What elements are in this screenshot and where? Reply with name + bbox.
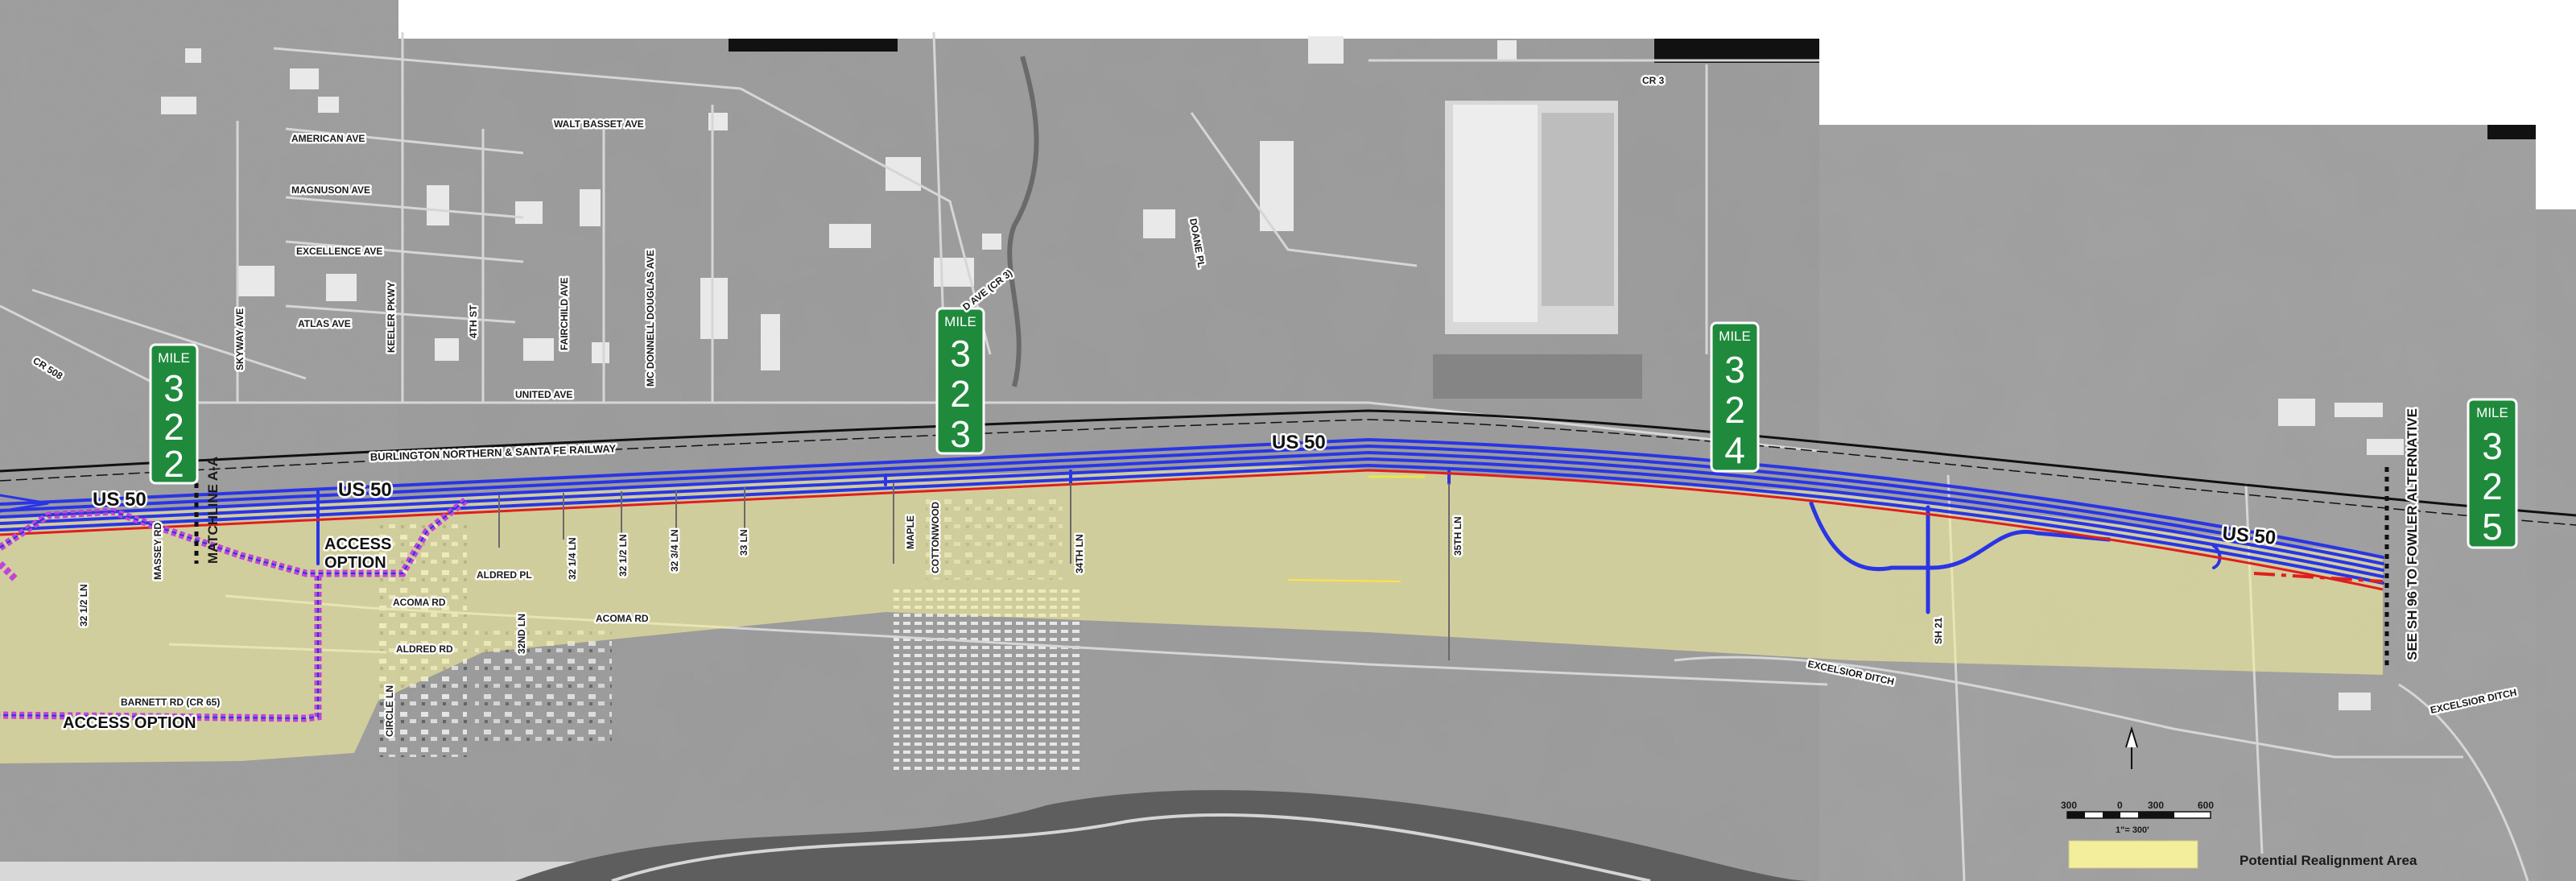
us50-label: US 50: [338, 479, 392, 501]
milepost-label: MILE: [1719, 329, 1751, 344]
street-label: MC DONNELL DOUGLAS AVE: [645, 250, 656, 387]
street-label: ACOMA RD: [393, 597, 446, 608]
railway-row-line: [0, 419, 2576, 526]
milepost-digit: 5: [2482, 506, 2503, 548]
scale-bar: 300 0 300 600 1"= 300': [2061, 800, 2214, 835]
access-option-label: ACCESS OPTION: [63, 714, 196, 732]
fowler-alternative-note: SEE SH 96 TO FOWLER ALTERNATIVE: [2405, 408, 2420, 660]
milepost-digit: 2: [163, 443, 184, 485]
street-label: KEELER PKWY: [386, 282, 397, 353]
street-label: 4TH ST: [468, 304, 479, 338]
street-label: FAIRCHILD AVE: [559, 277, 570, 350]
milepost-digit: 2: [1724, 389, 1745, 431]
milepost-digit: 3: [2482, 425, 2503, 467]
north-arrow-icon: [2125, 726, 2138, 769]
milepost-digit: 2: [2482, 465, 2503, 507]
street-label: WALT BASSET AVE: [554, 118, 644, 130]
access-option-label: OPTION: [324, 554, 386, 572]
scale-tick: 600: [2198, 800, 2214, 811]
milepost-322: MILE 3 2 2: [149, 343, 199, 485]
street-label: ACOMA RD: [596, 613, 649, 624]
street-label: 32 1/2 LN: [617, 534, 629, 577]
milepost-digit: 2: [163, 406, 184, 448]
street-label: SKYWAY AVE: [234, 308, 246, 370]
right-of-way-dashed: [2253, 572, 2384, 583]
street-label: 32 1/4 LN: [567, 537, 578, 580]
milepost-label: MILE: [2476, 405, 2508, 420]
right-of-way-line: [0, 469, 2384, 591]
scale-tick: 300: [2061, 800, 2077, 811]
street-label: 35TH LN: [1452, 516, 1463, 556]
street-label: 32 1/2 LN: [78, 584, 89, 627]
scale-tick: 300: [2148, 800, 2164, 811]
street-label: ALDRED PL: [477, 569, 532, 581]
matchline-label: MATCHLINE A-A: [205, 457, 221, 564]
milepost-label: MILE: [944, 314, 976, 329]
street-label: 33 LN: [738, 529, 749, 556]
legend-label: Potential Realignment Area: [2240, 853, 2417, 868]
us50-label: US 50: [93, 489, 147, 511]
street-label: BARNETT RD (CR 65): [121, 697, 220, 708]
legend: Potential Realignment Area: [2068, 840, 2417, 869]
milepost-324: MILE 3 2 4: [1710, 321, 1760, 473]
street-label: 34TH LN: [1074, 534, 1085, 573]
milepost-325: MILE 3 2 5: [2467, 398, 2518, 549]
street-label: SH 21: [1933, 617, 1944, 644]
milepost-323: MILE 3 2 3: [935, 307, 985, 455]
milepost-digit: 4: [1724, 429, 1745, 471]
street-label: ALDRED RD: [396, 643, 453, 655]
street-label: ATLAS AVE: [298, 318, 351, 329]
street-label: EXCELLENCE AVE: [296, 246, 382, 257]
scale-note: 1"= 300': [2116, 825, 2149, 835]
us50-alignment: [0, 437, 2384, 614]
street-label: MAGNUSON AVE: [291, 184, 370, 196]
milepost-digit: 3: [950, 333, 971, 374]
railway-line: [0, 409, 2576, 517]
access-option-label: ACCESS: [324, 536, 391, 553]
milepost-digit: 3: [163, 367, 184, 409]
street-label: MAPLE: [905, 515, 916, 549]
street-label: MASSEY RD: [152, 523, 163, 580]
street-label: 32ND LN: [516, 614, 527, 654]
milepost-digit: 3: [1724, 349, 1745, 391]
street-label: CIRCLE LN: [384, 685, 395, 737]
milepost-digit: 3: [950, 413, 971, 455]
milepost-digit: 2: [950, 373, 971, 415]
street-label: 32 3/4 LN: [669, 529, 680, 572]
scale-tick: 0: [2117, 800, 2123, 811]
milepost-label: MILE: [158, 350, 190, 366]
street-label: AMERICAN AVE: [291, 133, 365, 144]
street-label: COTTONWOOD: [930, 502, 941, 573]
potential-realignment-area: [0, 465, 2383, 763]
street-label: CR 3: [1642, 75, 1665, 86]
street-label: UNITED AVE: [515, 389, 572, 400]
us50-label: US 50: [1272, 432, 1326, 453]
us50-label: US 50: [2221, 523, 2277, 549]
